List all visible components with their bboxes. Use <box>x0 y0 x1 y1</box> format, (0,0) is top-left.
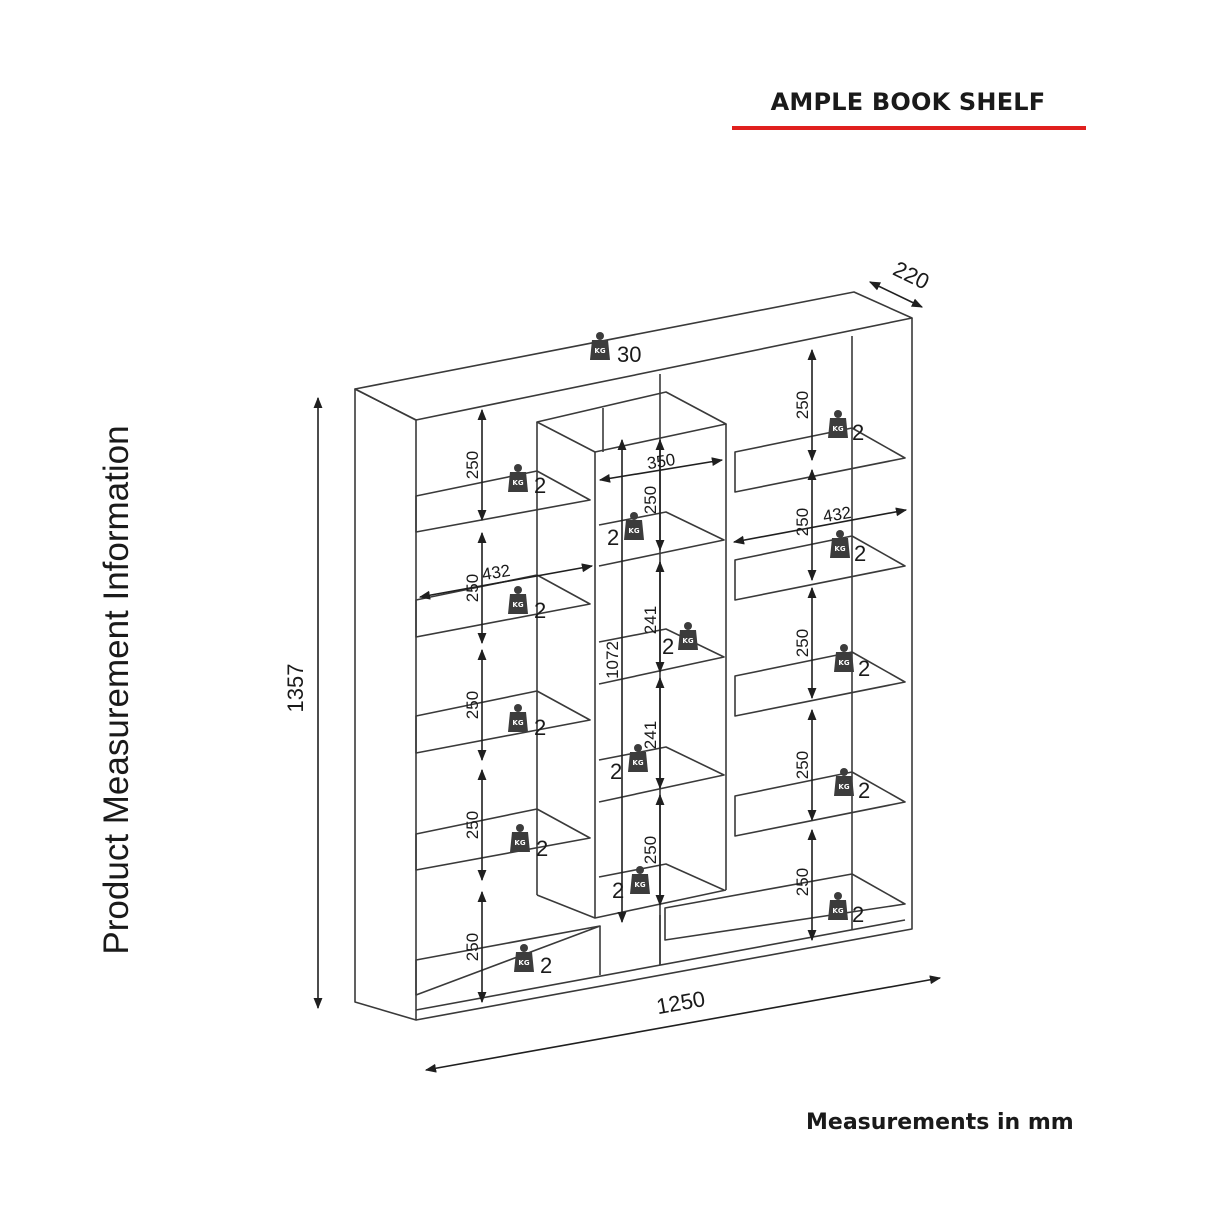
svg-text:250: 250 <box>793 508 812 536</box>
weight-kg-icon <box>828 892 848 920</box>
svg-text:432: 432 <box>822 503 853 526</box>
svg-text:2: 2 <box>858 778 870 803</box>
load-marker: 2 <box>828 892 864 927</box>
svg-text:2: 2 <box>536 836 548 861</box>
weight-kg-icon <box>828 410 848 438</box>
load-marker: 2 <box>508 464 546 498</box>
load-marker: 2 <box>828 410 864 445</box>
load-marker: 2 <box>508 704 546 740</box>
weight-kg-icon <box>514 944 534 972</box>
weight-kg-icon <box>508 586 528 614</box>
svg-text:2: 2 <box>852 902 864 927</box>
svg-text:1250: 1250 <box>654 986 707 1019</box>
svg-text:30: 30 <box>617 342 641 367</box>
svg-text:250: 250 <box>793 391 812 419</box>
load-marker: 2 <box>510 824 548 861</box>
weight-kg-icon <box>830 530 850 558</box>
title-underline <box>732 126 1086 130</box>
dimension-height: 1357 <box>283 396 323 1010</box>
weight-kg-icon <box>508 464 528 492</box>
svg-text:250: 250 <box>463 451 482 479</box>
load-marker: 2 <box>662 622 698 659</box>
load-marker: 2 <box>830 530 866 566</box>
svg-text:2: 2 <box>610 759 622 784</box>
svg-text:250: 250 <box>793 629 812 657</box>
load-markers: 2 2 2 2 2 2 2 2 2 2 2 2 2 2 <box>508 410 870 978</box>
svg-text:250: 250 <box>463 691 482 719</box>
internal-dimensions <box>418 348 908 1004</box>
load-marker: 2 <box>607 512 644 550</box>
svg-text:2: 2 <box>858 656 870 681</box>
svg-text:2: 2 <box>662 634 674 659</box>
svg-text:432: 432 <box>481 561 512 584</box>
svg-text:350: 350 <box>646 450 677 473</box>
svg-text:241: 241 <box>641 721 660 749</box>
load-marker: 2 <box>610 744 648 784</box>
load-marker: 2 <box>834 644 870 681</box>
svg-text:250: 250 <box>463 811 482 839</box>
svg-text:250: 250 <box>463 933 482 961</box>
svg-text:2: 2 <box>612 878 624 903</box>
svg-text:250: 250 <box>793 751 812 779</box>
svg-text:241: 241 <box>641 606 660 634</box>
weight-kg-icon <box>590 332 610 360</box>
svg-text:1357: 1357 <box>283 664 308 713</box>
svg-text:220: 220 <box>889 256 933 295</box>
dimension-labels: 250 250 250 250 250 250 250 250 250 250 … <box>463 391 853 961</box>
units-note: Measurements in mm <box>806 1110 1074 1135</box>
svg-text:250: 250 <box>641 486 660 514</box>
dimension-depth: 220 <box>868 256 933 308</box>
svg-text:2: 2 <box>534 473 546 498</box>
svg-text:1072: 1072 <box>603 641 622 679</box>
load-marker: 2 <box>612 866 650 903</box>
svg-text:2: 2 <box>607 525 619 550</box>
weight-kg-icon <box>678 622 698 650</box>
svg-text:2: 2 <box>852 420 864 445</box>
weight-kg-icon <box>508 704 528 732</box>
svg-text:250: 250 <box>641 836 660 864</box>
weight-kg-icon <box>834 644 854 672</box>
weight-kg-icon <box>510 824 530 852</box>
page-title: AMPLE BOOK SHELF <box>770 88 1046 116</box>
svg-text:2: 2 <box>854 541 866 566</box>
shelf-outline <box>354 291 913 1021</box>
svg-text:2: 2 <box>534 715 546 740</box>
load-marker: 2 <box>508 586 546 623</box>
svg-text:250: 250 <box>463 574 482 602</box>
load-marker: 2 <box>834 768 870 803</box>
load-marker: 2 <box>514 944 552 978</box>
svg-text:2: 2 <box>540 953 552 978</box>
top-load-label: 30 <box>590 332 641 367</box>
svg-text:2: 2 <box>534 598 546 623</box>
dimension-width: 1250 <box>424 975 942 1073</box>
svg-text:250: 250 <box>793 868 812 896</box>
